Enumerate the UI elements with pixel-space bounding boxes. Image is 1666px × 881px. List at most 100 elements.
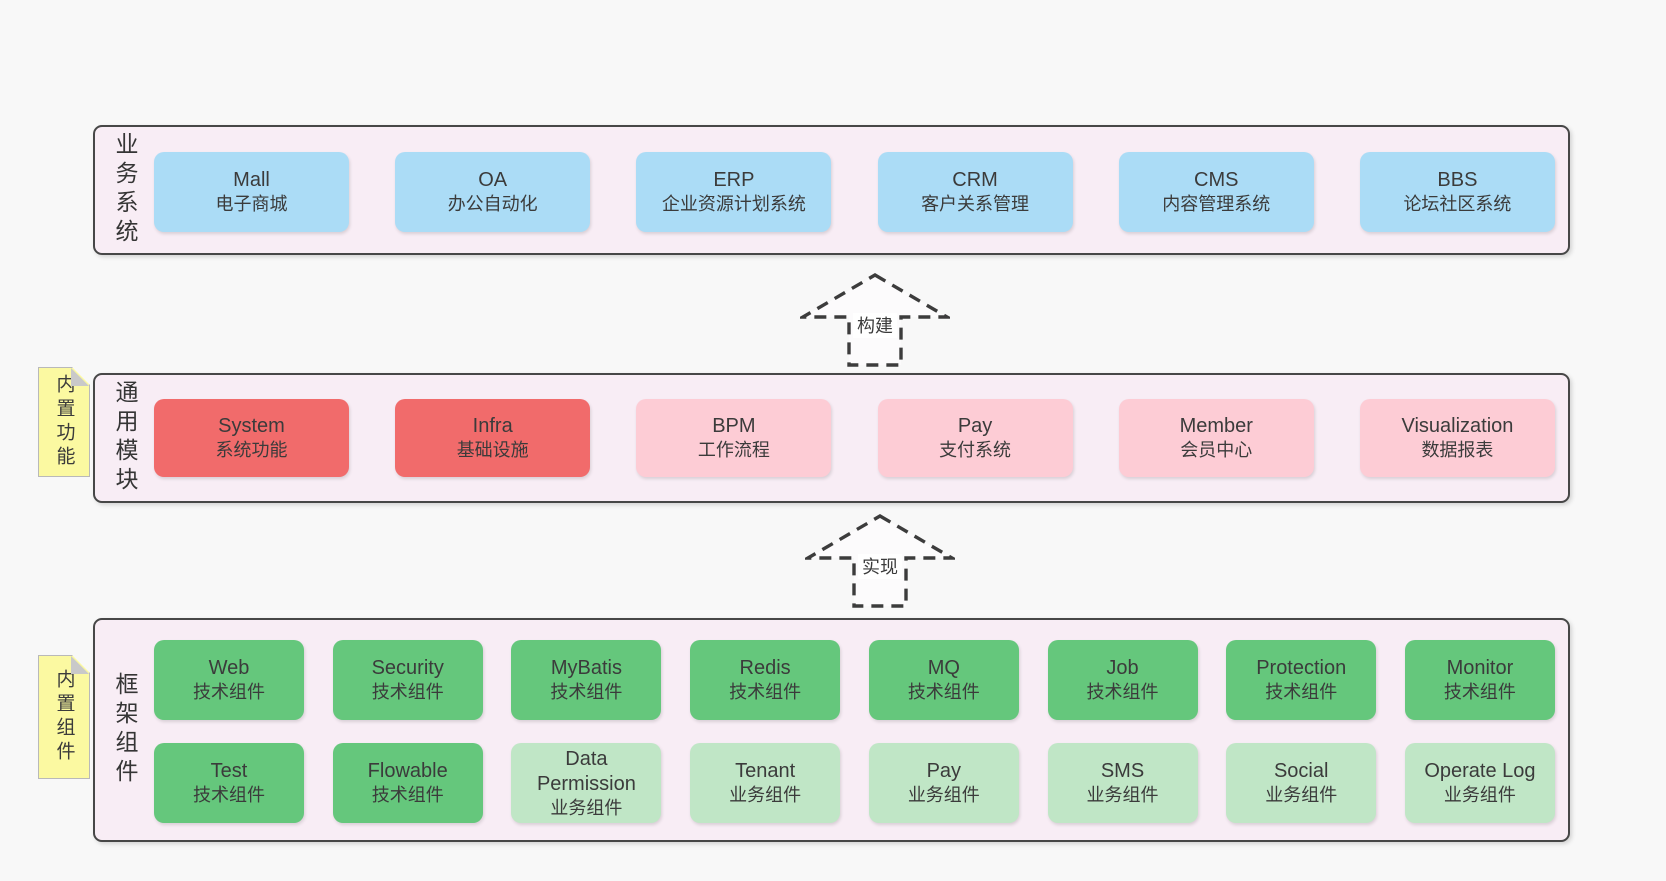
sticky-label: 内置组件 xyxy=(53,669,75,765)
box-title: Data Permission xyxy=(536,747,636,795)
box-title: Monitor xyxy=(1446,657,1514,680)
box-protection: Protection 技术组件 xyxy=(1226,640,1377,720)
band-framework-components: 框架组件 Web 技术组件 Security 技术组件 MyBatis 技术组件… xyxy=(93,618,1570,842)
box-title: Pay xyxy=(957,414,993,437)
box-job: Job 技术组件 xyxy=(1047,640,1198,720)
box-data-permission: Data Permission 业务组件 xyxy=(511,743,662,823)
box-title: Operate Log xyxy=(1424,760,1536,783)
box-crm: CRM 客户关系管理 xyxy=(877,152,1073,232)
box-title: Web xyxy=(208,657,250,680)
box-title: Test xyxy=(210,760,248,783)
arrow-implement-label: 实现 xyxy=(862,557,898,577)
box-subtitle: 技术组件 xyxy=(550,682,623,703)
box-subtitle: 技术组件 xyxy=(729,682,802,703)
box-test: Test 技术组件 xyxy=(154,743,304,823)
box-oa: OA 办公自动化 xyxy=(395,152,591,232)
band-framework-components-label: 框架组件 xyxy=(112,672,138,788)
box-title: Job xyxy=(1106,657,1139,680)
box-monitor: Monitor 技术组件 xyxy=(1404,640,1555,720)
box-title: SMS xyxy=(1100,760,1145,783)
sticky-built-in-components: 内置组件 xyxy=(38,655,90,779)
box-title: MQ xyxy=(927,657,960,680)
box-subtitle: 电子商城 xyxy=(215,194,288,215)
box-subtitle: 业务组件 xyxy=(1086,785,1159,806)
box-title: Redis xyxy=(739,657,791,680)
box-security: Security 技术组件 xyxy=(332,640,483,720)
box-infra: Infra 基础设施 xyxy=(395,399,591,477)
box-flowable: Flowable 技术组件 xyxy=(332,743,483,823)
box-title: MyBatis xyxy=(550,657,622,680)
box-title: ERP xyxy=(713,168,755,191)
box-tenant: Tenant 业务组件 xyxy=(690,743,841,823)
dashed-up-arrow-icon: 实现 xyxy=(805,514,955,608)
box-erp: ERP 企业资源计划系统 xyxy=(636,152,832,232)
box-title: Flowable xyxy=(367,760,448,783)
box-title: CRM xyxy=(952,168,998,191)
arrow-implement: 实现 xyxy=(805,513,955,609)
box-mq: MQ 技术组件 xyxy=(868,640,1019,720)
box-subtitle: 内容管理系统 xyxy=(1162,194,1271,215)
box-subtitle: 会员中心 xyxy=(1180,440,1253,461)
box-bpm: BPM 工作流程 xyxy=(636,399,832,477)
box-redis: Redis 技术组件 xyxy=(690,640,841,720)
box-subtitle: 论坛社区系统 xyxy=(1403,194,1512,215)
band-business-systems-label: 业务系统 xyxy=(112,132,138,248)
box-bbs: BBS 论坛社区系统 xyxy=(1359,152,1555,232)
box-pay: Pay 支付系统 xyxy=(877,399,1073,477)
box-subtitle: 技术组件 xyxy=(193,785,265,806)
box-subtitle: 技术组件 xyxy=(193,682,265,703)
box-title: Pay xyxy=(926,760,962,783)
box-subtitle: 技术组件 xyxy=(371,785,444,806)
arrow-build-label: 构建 xyxy=(857,316,893,336)
box-subtitle: 技术组件 xyxy=(1443,682,1516,703)
band-common-modules: 通用模块 System 系统功能 Infra 基础设施 BPM 工作流程 Pay… xyxy=(93,373,1570,503)
box-pay-business: Pay 业务组件 xyxy=(868,743,1019,823)
common-modules-row: System 系统功能 Infra 基础设施 BPM 工作流程 Pay 支付系统… xyxy=(154,399,1555,477)
box-subtitle: 企业资源计划系统 xyxy=(661,194,806,215)
box-title: Mall xyxy=(233,168,270,191)
box-mall: Mall 电子商城 xyxy=(154,152,349,232)
box-subtitle: 系统功能 xyxy=(215,440,288,461)
box-subtitle: 支付系统 xyxy=(939,440,1012,461)
dashed-up-arrow-icon: 构建 xyxy=(800,273,950,367)
box-visualization: Visualization 数据报表 xyxy=(1359,399,1555,477)
box-web: Web 技术组件 xyxy=(154,640,304,720)
box-mybatis: MyBatis 技术组件 xyxy=(511,640,662,720)
box-title: Member xyxy=(1179,414,1253,437)
box-operate-log: Operate Log 业务组件 xyxy=(1404,743,1555,823)
sticky-label: 内置功能 xyxy=(53,374,75,470)
box-subtitle: 业务组件 xyxy=(1443,785,1516,806)
box-sms: SMS 业务组件 xyxy=(1047,743,1198,823)
box-title: Visualization xyxy=(1401,414,1514,437)
box-subtitle: 业务组件 xyxy=(1265,785,1338,806)
box-title: Protection xyxy=(1256,657,1347,680)
box-title: Social xyxy=(1273,760,1329,783)
box-system: System 系统功能 xyxy=(154,399,349,477)
box-title: System xyxy=(218,414,285,437)
box-subtitle: 业务组件 xyxy=(729,785,802,806)
folded-corner-icon xyxy=(71,368,89,386)
box-subtitle: 数据报表 xyxy=(1421,440,1494,461)
box-subtitle: 技术组件 xyxy=(371,682,444,703)
framework-components-row-1: Web 技术组件 Security 技术组件 MyBatis 技术组件 Redi… xyxy=(154,640,1555,720)
box-subtitle: 技术组件 xyxy=(1086,682,1159,703)
box-cms: CMS 内容管理系统 xyxy=(1118,152,1314,232)
box-subtitle: 业务组件 xyxy=(550,797,623,818)
box-subtitle: 技术组件 xyxy=(1265,682,1338,703)
box-title: OA xyxy=(478,168,508,191)
box-subtitle: 基础设施 xyxy=(456,440,529,461)
box-title: BPM xyxy=(712,414,756,437)
box-title: Infra xyxy=(472,414,513,437)
box-title: Tenant xyxy=(735,760,796,783)
box-subtitle: 业务组件 xyxy=(907,785,980,806)
box-subtitle: 客户关系管理 xyxy=(921,194,1030,215)
arrow-build: 构建 xyxy=(800,272,950,368)
box-title: BBS xyxy=(1437,168,1478,191)
box-title: Security xyxy=(371,657,444,680)
sticky-built-in-features: 内置功能 xyxy=(38,367,90,477)
band-business-systems: 业务系统 Mall 电子商城 OA 办公自动化 ERP 企业资源计划系统 CRM… xyxy=(93,125,1570,255)
box-subtitle: 工作流程 xyxy=(697,440,770,461)
box-social: Social 业务组件 xyxy=(1226,743,1377,823)
band-common-modules-label: 通用模块 xyxy=(112,380,138,496)
box-subtitle: 技术组件 xyxy=(907,682,980,703)
